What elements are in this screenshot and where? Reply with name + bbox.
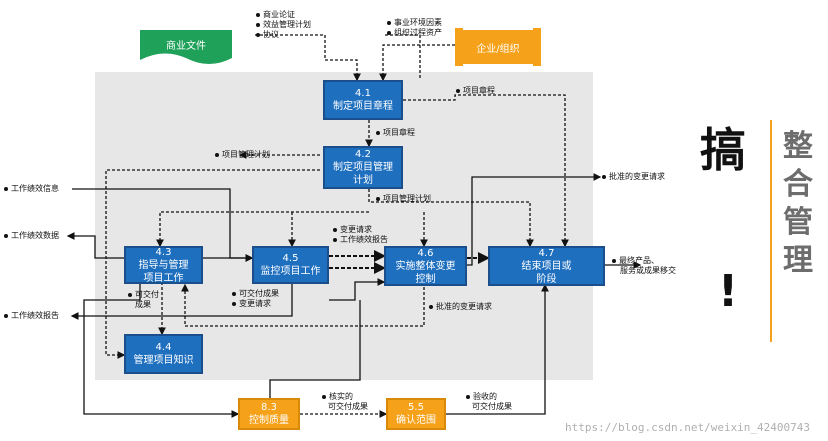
flow-label: 可交付成果 <box>472 402 512 411</box>
flow-label: 服务或成果移交 <box>620 266 676 275</box>
process-number: 4.4 <box>155 342 172 353</box>
enterprise-org-label: 企业/组织 <box>476 43 520 55</box>
flow-label: 变更请求 <box>232 299 271 309</box>
process-4-1: 4.1 制定项目章程 <box>323 80 403 120</box>
process-4-5: 4.5 监控项目工作 <box>252 246 329 284</box>
flow-label: 工作绩效报告 <box>4 311 59 321</box>
flow-label: 项目章程 <box>376 128 415 138</box>
input-business-case: 商业论证 <box>256 10 295 20</box>
process-8-3: 8.3 控制质量 <box>238 398 300 430</box>
process-number: 5.5 <box>408 402 424 413</box>
business-docs-shape <box>140 30 232 64</box>
process-name: 指导与管理 项目工作 <box>138 259 189 284</box>
side-title-char: 搞 <box>700 123 746 177</box>
process-name: 制定项目章程 <box>333 101 393 112</box>
flow-label: 可交付成果 <box>232 289 279 299</box>
input-eef: 事业环境因素 <box>387 18 442 28</box>
flow-label: 成果 <box>135 300 151 309</box>
flow-label: 工作绩效报告 <box>333 235 388 245</box>
process-group-panel <box>95 72 593 380</box>
process-name: 制定项目管理 计划 <box>333 162 393 186</box>
input-benefits-plan: 效益管理计划 <box>256 20 311 30</box>
input-agreements: 协议 <box>256 30 279 40</box>
flow-label: 可交付 <box>128 290 159 300</box>
process-name: 监控项目工作 <box>260 266 321 277</box>
flow-label: 可交付成果 <box>328 402 368 411</box>
process-4-3: 4.3 指导与管理 项目工作 <box>124 246 203 284</box>
process-number: 4.6 <box>417 247 434 259</box>
flow-label: 项目管理计划 <box>376 194 431 204</box>
process-4-7: 4.7 结束项目或 阶段 <box>488 246 605 286</box>
process-name: 确认范围 <box>396 415 436 426</box>
process-number: 4.7 <box>538 247 555 259</box>
business-docs-label: 商业文件 <box>166 40 206 52</box>
process-name: 控制质量 <box>249 415 289 426</box>
process-name: 结束项目或 阶段 <box>521 260 572 285</box>
process-4-4: 4.4 管理项目知识 <box>124 334 203 374</box>
process-number: 4.5 <box>282 253 299 264</box>
process-name: 管理项目知识 <box>133 355 194 366</box>
process-number: 4.3 <box>155 246 172 258</box>
flow-label: 项目管理计划 <box>215 150 270 160</box>
flow-label: 变更请求 <box>333 225 372 235</box>
side-exclamation: ! <box>718 266 739 317</box>
watermark: https://blog.csdn.net/weixin_42400743 <box>565 421 811 434</box>
flow-label: 核实的 <box>322 392 353 402</box>
org-shape <box>463 30 533 64</box>
side-vertical-title: 整 合 管 理 <box>783 129 813 278</box>
flow-label: 批准的变更请求 <box>429 302 492 312</box>
flow-label: 项目章程 <box>456 86 495 96</box>
process-5-5: 5.5 确认范围 <box>386 398 446 430</box>
process-4-2: 4.2 制定项目管理 计划 <box>323 146 403 189</box>
flow-label: 最终产品、 <box>612 256 659 266</box>
flow-label: 工作绩效信息 <box>4 184 59 194</box>
flow-label: 工作绩效数据 <box>4 231 59 241</box>
flow-label: 验收的 <box>466 392 497 402</box>
process-number: 4.1 <box>355 88 371 99</box>
process-number: 4.2 <box>355 149 371 160</box>
process-number: 8.3 <box>261 402 277 413</box>
process-name: 实施整体变更 控制 <box>395 260 456 285</box>
flow-label: 批准的变更请求 <box>602 172 665 182</box>
side-divider <box>770 120 772 342</box>
process-4-6: 4.6 实施整体变更 控制 <box>384 246 467 286</box>
input-opa: 组织过程资产 <box>387 28 442 38</box>
